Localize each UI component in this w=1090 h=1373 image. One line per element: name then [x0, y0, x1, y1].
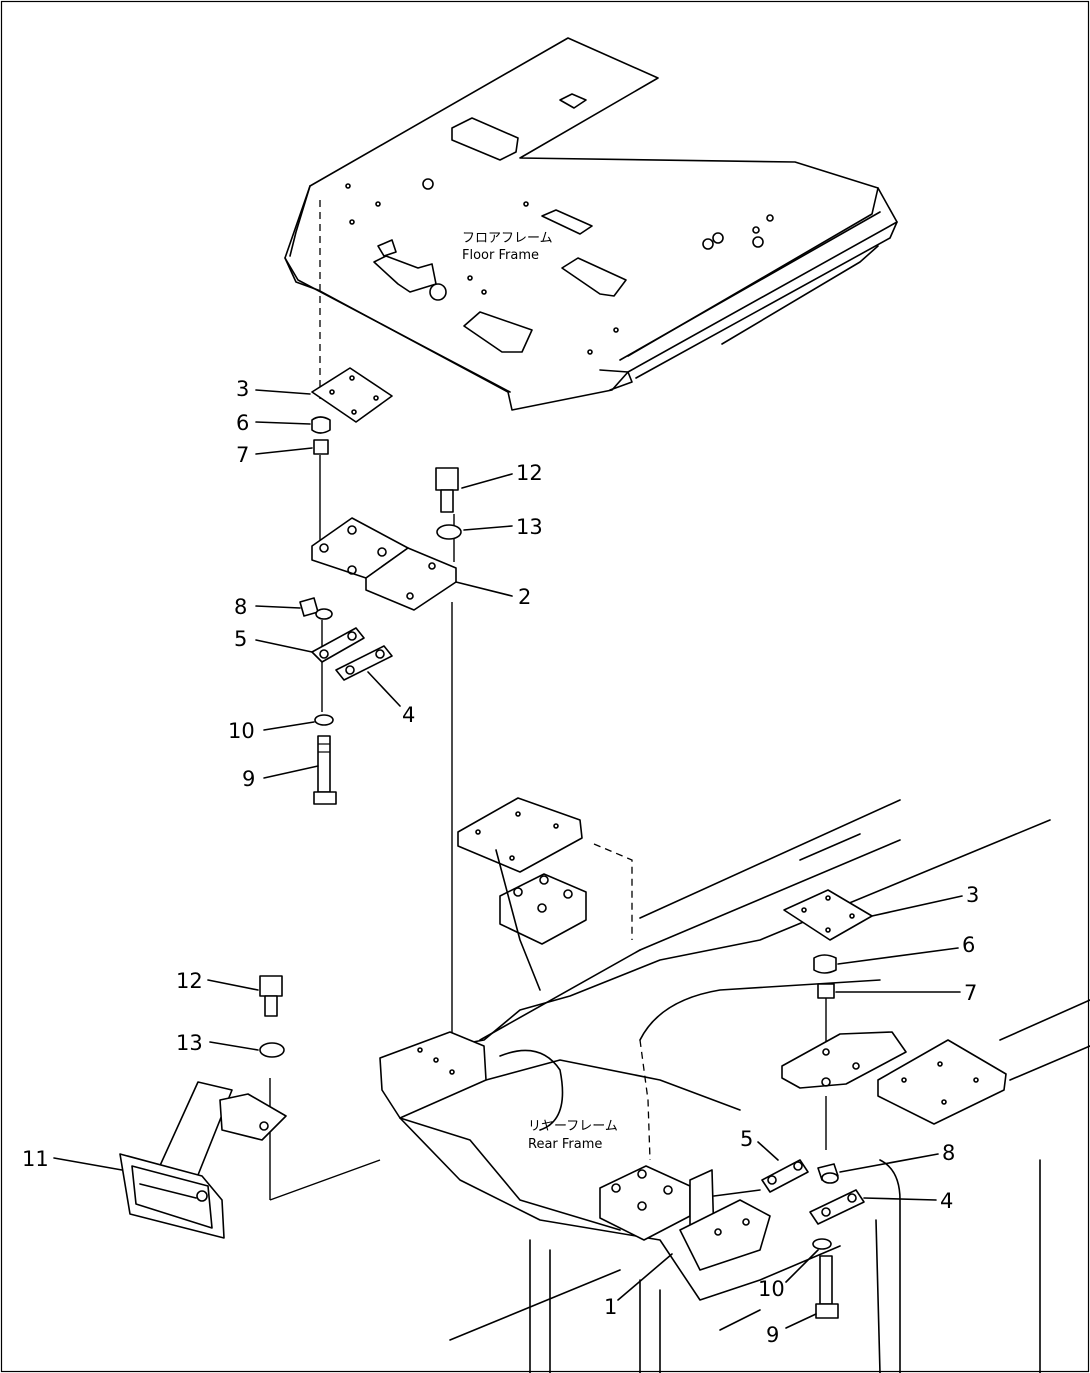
step-assembly — [119, 975, 381, 1239]
step-bolt-shank — [264, 995, 278, 1017]
callout-10-lower: 10 — [758, 1277, 785, 1301]
callout-9-upper: 9 — [242, 767, 255, 791]
callout-3-lower: 3 — [966, 883, 979, 907]
step-mount-plate — [219, 1093, 287, 1141]
mount-base — [679, 1199, 771, 1271]
callout-6-lower: 6 — [962, 933, 975, 957]
center-upper-plate — [457, 797, 583, 873]
rear-frame: リヤーフレーム Rear Frame — [379, 799, 1090, 1373]
floor-frame: フロアフレーム Floor Frame — [284, 37, 898, 411]
upper-strap-4 — [335, 645, 393, 681]
lower-bolt-9 — [819, 1255, 833, 1305]
upper-cushion-plate — [311, 367, 393, 423]
callout-3-upper: 3 — [236, 377, 249, 401]
lower-mount-bracket — [781, 1031, 907, 1089]
callout-13-upper: 13 — [516, 515, 543, 539]
lower-collar — [813, 954, 837, 974]
lower-washer-10 — [812, 1238, 832, 1250]
callout-numbers: 3 6 7 12 13 2 8 5 4 10 9 3 6 7 5 8 4 10 … — [22, 377, 979, 1347]
callout-12-step: 12 — [176, 969, 203, 993]
rear-frame-label-en: Rear Frame — [528, 1137, 602, 1152]
callout-11-step: 11 — [22, 1147, 49, 1171]
step-bolt-head — [259, 975, 283, 997]
callout-12-upper: 12 — [516, 461, 543, 485]
callout-8-lower: 8 — [942, 1141, 955, 1165]
callout-1-lower: 1 — [604, 1295, 617, 1319]
callout-5-lower: 5 — [740, 1127, 753, 1151]
callout-5-upper: 5 — [234, 627, 247, 651]
callout-7-upper: 7 — [236, 443, 249, 467]
floor-frame-label-en: Floor Frame — [462, 248, 539, 263]
step-washer — [259, 1042, 285, 1058]
upper-washer-10 — [314, 714, 334, 726]
callout-9-lower: 9 — [766, 1323, 779, 1347]
rear-frame-bracket — [379, 1031, 487, 1119]
upper-collar — [311, 416, 331, 434]
lower-right-mount-assembly — [599, 889, 1007, 1319]
callout-8-upper: 8 — [234, 595, 247, 619]
lower-side-plate — [877, 1039, 1007, 1125]
callout-6-upper: 6 — [236, 411, 249, 435]
upper-bolt-shank — [440, 489, 454, 513]
upper-washer — [436, 524, 462, 540]
leader-lines — [53, 389, 963, 1329]
center-mount-assembly — [457, 797, 633, 991]
callout-13-step: 13 — [176, 1031, 203, 1055]
callout-2-upper: 2 — [518, 585, 531, 609]
upper-bolt-head — [435, 467, 459, 491]
upper-spacer — [313, 439, 329, 455]
callout-10-upper: 10 — [228, 719, 255, 743]
lower-strap-4 — [809, 1189, 865, 1225]
lower-spacer — [817, 983, 835, 999]
upper-mount-assembly — [299, 200, 462, 1040]
step-tread — [119, 1153, 225, 1239]
callout-4-upper: 4 — [402, 703, 415, 727]
floor-frame-label-jp: フロアフレーム — [462, 231, 553, 246]
callout-7-lower: 7 — [964, 981, 977, 1005]
upper-strap-5 — [311, 627, 365, 663]
callout-4-lower: 4 — [940, 1189, 953, 1213]
rear-frame-label-jp: リヤーフレーム — [528, 1119, 618, 1134]
